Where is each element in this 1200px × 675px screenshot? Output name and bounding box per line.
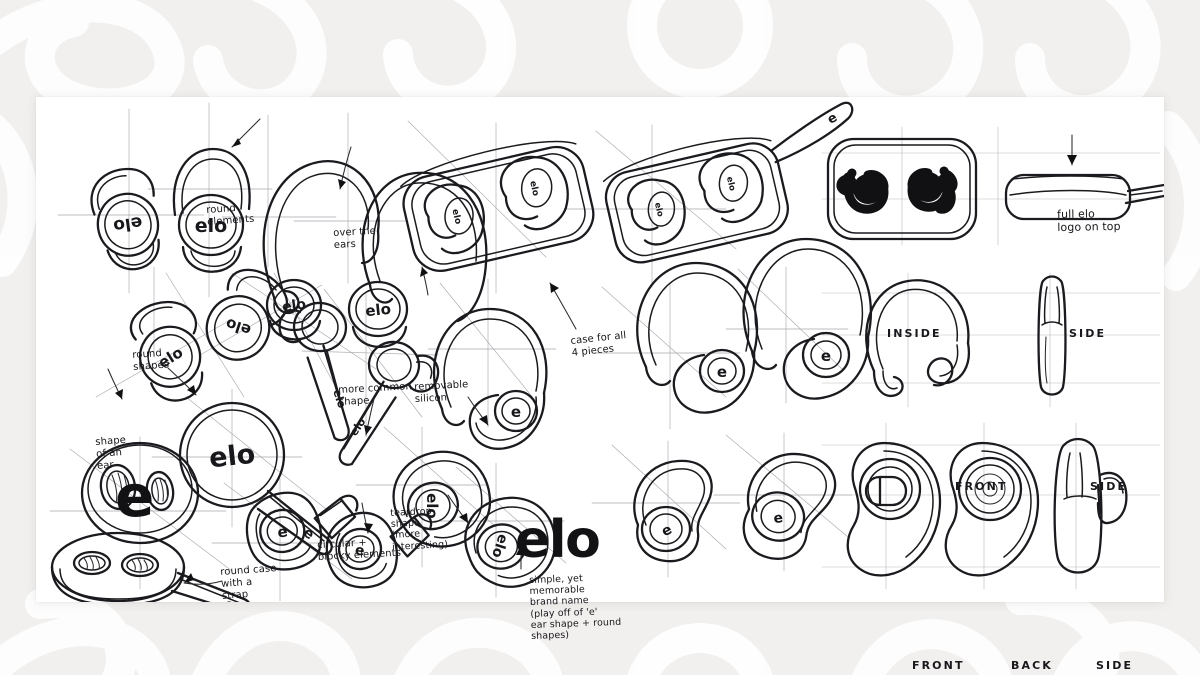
svg-text:e: e bbox=[825, 110, 840, 127]
svg-text:elo: elo bbox=[423, 493, 441, 519]
sketch-artwork: .ink { fill:none; stroke:#1b1a1e; stroke… bbox=[49, 101, 1164, 602]
svg-text:elo: elo bbox=[223, 314, 253, 339]
svg-text:e: e bbox=[354, 542, 366, 559]
svg-text:elo: elo bbox=[364, 300, 391, 321]
view-label-case-side: SIDE bbox=[1069, 327, 1107, 340]
svg-text:elo: elo bbox=[155, 343, 186, 372]
svg-text:elo: elo bbox=[450, 208, 463, 225]
svg-text:e: e bbox=[773, 510, 784, 527]
svg-text:e: e bbox=[821, 347, 831, 365]
svg-text:elo: elo bbox=[208, 439, 257, 475]
svg-text:elo: elo bbox=[112, 212, 144, 236]
svg-text:e: e bbox=[276, 522, 289, 541]
svg-text:e: e bbox=[659, 522, 675, 541]
wordmark-big-elo-logo: elo bbox=[515, 510, 601, 570]
svg-text:elo: elo bbox=[652, 202, 665, 219]
view-label-bud-front: FRONT bbox=[912, 659, 965, 672]
svg-text:e: e bbox=[222, 596, 236, 602]
svg-text:e: e bbox=[717, 363, 727, 381]
svg-text:elo: elo bbox=[488, 532, 511, 560]
svg-text:e: e bbox=[511, 403, 521, 421]
svg-text:elo: elo bbox=[527, 180, 540, 197]
svg-text:elo: elo bbox=[724, 176, 737, 193]
view-label-bud-side: SIDE bbox=[1096, 659, 1134, 672]
sketch-sheet: .ink { fill:none; stroke:#1b1a1e; stroke… bbox=[36, 97, 1164, 672]
view-label-case-inside: INSIDE bbox=[887, 327, 942, 340]
view-label-hook-side: SIDE bbox=[1090, 480, 1128, 493]
view-label-bud-back: BACK bbox=[1011, 659, 1053, 672]
view-label-hook-front: FRONT bbox=[955, 480, 1008, 493]
svg-text:elo: elo bbox=[330, 388, 348, 410]
svg-text:elo: elo bbox=[195, 215, 227, 237]
wordmark-e-glyph-sample: e bbox=[115, 462, 154, 530]
